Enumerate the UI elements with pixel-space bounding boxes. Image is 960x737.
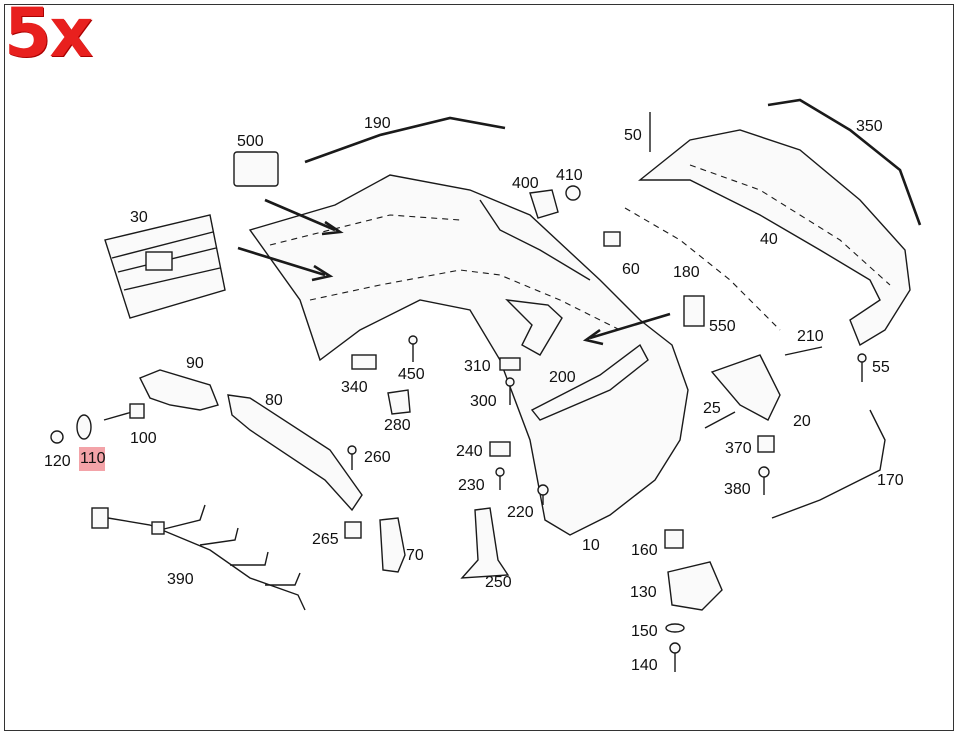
trim-strip-170	[771, 409, 886, 519]
quantity-badge: 5x	[4, 0, 93, 73]
bracket-500	[233, 151, 279, 187]
fasteners	[344, 112, 867, 672]
label-200: 200	[549, 369, 576, 386]
label-550: 550	[709, 318, 736, 335]
label-100: 100	[130, 430, 157, 447]
label-170: 170	[877, 472, 904, 489]
carrier-80	[227, 394, 363, 512]
label-300: 300	[470, 393, 497, 410]
trim-strip-190	[304, 116, 506, 164]
upper-cover	[638, 129, 911, 347]
label-130: 130	[630, 584, 657, 601]
label-90: 90	[186, 355, 204, 372]
label-380: 380	[724, 481, 751, 498]
label-310: 310	[464, 358, 491, 375]
label-240: 240	[456, 443, 483, 460]
label-220: 220	[507, 504, 534, 521]
label-450: 450	[398, 366, 425, 383]
label-230: 230	[458, 477, 485, 494]
label-210: 210	[797, 328, 824, 345]
diagram-frame	[4, 4, 954, 731]
label-50: 50	[624, 127, 642, 144]
label-400: 400	[512, 175, 539, 192]
label-260: 260	[364, 449, 391, 466]
highlight-110	[79, 447, 105, 471]
label-500: 500	[237, 133, 264, 150]
label-190: 190	[364, 115, 391, 132]
label-25: 25	[703, 400, 721, 417]
label-370: 370	[725, 440, 752, 457]
label-55: 55	[872, 359, 890, 376]
label-10: 10	[582, 537, 600, 554]
label-20: 20	[793, 413, 811, 430]
label-180: 180	[673, 264, 700, 281]
label-390: 390	[167, 571, 194, 588]
part-labels: 500 190 30 400 410 50 350 40 60 180 550 …	[44, 115, 904, 674]
label-280: 280	[384, 417, 411, 434]
label-120: 120	[44, 453, 71, 470]
label-250: 250	[485, 574, 512, 591]
bracket-90	[139, 369, 219, 411]
label-80: 80	[265, 392, 283, 409]
label-160: 160	[631, 542, 658, 559]
wiring-harness-390	[91, 504, 306, 611]
washer-110	[76, 414, 92, 440]
bolt-100-head	[129, 403, 145, 419]
label-350: 350	[856, 118, 883, 135]
label-410: 410	[556, 167, 583, 184]
label-30: 30	[130, 209, 148, 226]
trim-strip-350	[767, 98, 922, 226]
panel-30	[104, 214, 226, 319]
label-40: 40	[760, 231, 778, 248]
label-110: 110	[80, 450, 106, 467]
bumper-cover	[248, 174, 689, 536]
label-265: 265	[312, 531, 339, 548]
label-60: 60	[622, 261, 640, 278]
label-70: 70	[406, 547, 424, 564]
label-340: 340	[341, 379, 368, 396]
assembly-arrows	[237, 198, 671, 346]
label-150: 150	[631, 623, 658, 640]
trim-strip-200	[530, 343, 649, 421]
label-140: 140	[631, 657, 658, 674]
bolt-100	[103, 411, 133, 421]
nut-120	[50, 430, 64, 444]
